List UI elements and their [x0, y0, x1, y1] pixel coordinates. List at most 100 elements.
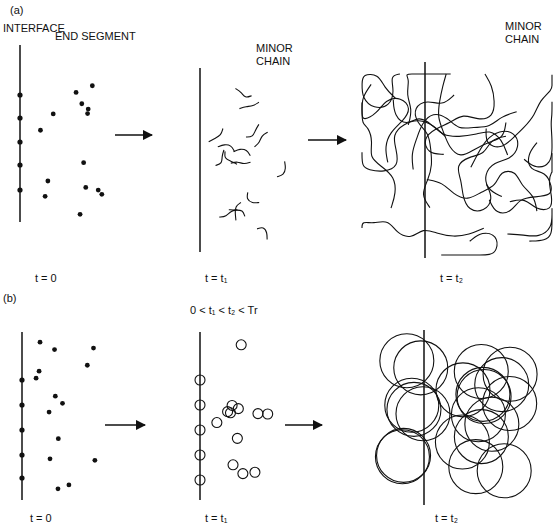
minor-chain: [219, 210, 237, 217]
time-label: t = t₂: [435, 512, 458, 525]
end-segment-dot: [19, 452, 24, 457]
end-segment-dot: [19, 402, 24, 407]
panel-letter: (b): [3, 292, 16, 305]
end-segment-dot: [86, 107, 91, 112]
end-segment-dot: [51, 112, 56, 117]
end-segment-dot: [92, 458, 97, 463]
end-segment-label: END SEGMENT: [55, 30, 136, 43]
end-segment-dot: [85, 363, 90, 368]
minor-chain: [439, 74, 506, 155]
time-label: t = t₂: [440, 272, 463, 285]
coil-circle: [457, 369, 511, 423]
coil-circle: [250, 467, 260, 477]
time-order-label: 0 < t₁ < t₂ < Tr: [190, 304, 258, 317]
coil-circle: [263, 409, 273, 419]
coil-circle: [385, 378, 439, 432]
panel-letter: (a): [10, 4, 23, 17]
interface-line: [424, 62, 426, 258]
minor-chain: [257, 228, 267, 240]
end-segment-dot: [81, 160, 86, 165]
interface-line: [423, 330, 425, 505]
interface-line: [21, 332, 23, 500]
minor-chain: [441, 233, 497, 255]
minor-chain: [415, 95, 454, 208]
coil-circle: [394, 341, 448, 395]
interface-line: [19, 45, 21, 222]
coil-circle: [212, 418, 222, 428]
minor-chain-label: MINOR CHAIN: [505, 20, 553, 45]
minor-chain: [218, 145, 235, 152]
minor-chain: [247, 192, 259, 202]
end-segment-dot: [19, 475, 24, 480]
coil-circle: [380, 334, 434, 388]
coil-circle: [228, 460, 238, 470]
time-arrow: [105, 424, 145, 426]
end-segment-dot: [45, 179, 50, 184]
minor-chain: [425, 74, 494, 154]
end-segment-dot: [78, 212, 83, 217]
end-segment-dot: [79, 101, 84, 106]
minor-chain: [216, 150, 224, 166]
coil-circle: [236, 340, 246, 350]
end-segment-dot: [17, 115, 22, 120]
end-segment-dot: [19, 377, 24, 382]
time-arrow: [285, 424, 322, 426]
end-segment-dot: [53, 394, 58, 399]
illustration: [17, 45, 552, 505]
end-segment-dot: [56, 486, 61, 491]
minor-chain: [362, 99, 408, 163]
end-segment-dot: [17, 187, 22, 192]
coil-circle: [195, 450, 205, 460]
minor-chain: [229, 210, 245, 217]
coil-circle: [195, 475, 205, 485]
coil-circle: [387, 382, 441, 436]
end-segment-dot: [17, 162, 22, 167]
end-segment-dot: [38, 128, 43, 133]
coil-circle: [436, 363, 490, 417]
end-segment-dot: [85, 111, 90, 116]
end-segment-dot: [99, 192, 104, 197]
end-segment-dot: [60, 401, 65, 406]
minor-chain: [225, 151, 237, 164]
minor-chain: [254, 132, 267, 147]
coil-circle: [195, 375, 205, 385]
end-segment-dot: [96, 188, 101, 193]
minor-chain: [362, 84, 395, 208]
minor-chain: [471, 131, 518, 196]
coil-circle: [195, 425, 205, 435]
end-segment-dot: [91, 346, 96, 351]
time-label: t = 0: [35, 272, 57, 285]
minor-chain: [246, 124, 259, 137]
coil-circle: [195, 400, 205, 410]
end-segment-dot: [17, 92, 22, 97]
coil-circle: [233, 404, 243, 414]
minor-chain: [234, 149, 251, 156]
end-segment-dot: [56, 436, 61, 441]
coil-circle: [377, 428, 431, 482]
time-label: t = t₁: [205, 512, 227, 525]
minor-chain-label: MINOR CHAIN: [256, 42, 304, 67]
end-segment-dot: [43, 194, 48, 199]
minor-chain: [362, 74, 400, 107]
minor-chain: [427, 171, 537, 211]
end-segment-dot: [47, 410, 52, 415]
coil-circle: [253, 409, 263, 419]
end-segment-dot: [83, 185, 88, 190]
coil-circle: [227, 400, 237, 410]
time-label: t = 0: [30, 512, 52, 525]
minor-chain: [362, 121, 445, 171]
coil-circle: [454, 344, 508, 398]
minor-chain: [486, 75, 552, 147]
coil-circle: [238, 469, 248, 479]
minor-chain: [239, 102, 258, 108]
end-segment-dot: [48, 456, 53, 461]
time-arrow: [308, 139, 346, 141]
end-segment-dot: [34, 376, 39, 381]
end-segment-dot: [38, 340, 43, 345]
end-segment-dot: [52, 347, 57, 352]
minor-chain: [209, 128, 223, 141]
minor-chain: [235, 89, 251, 97]
coil-circle: [449, 440, 503, 494]
